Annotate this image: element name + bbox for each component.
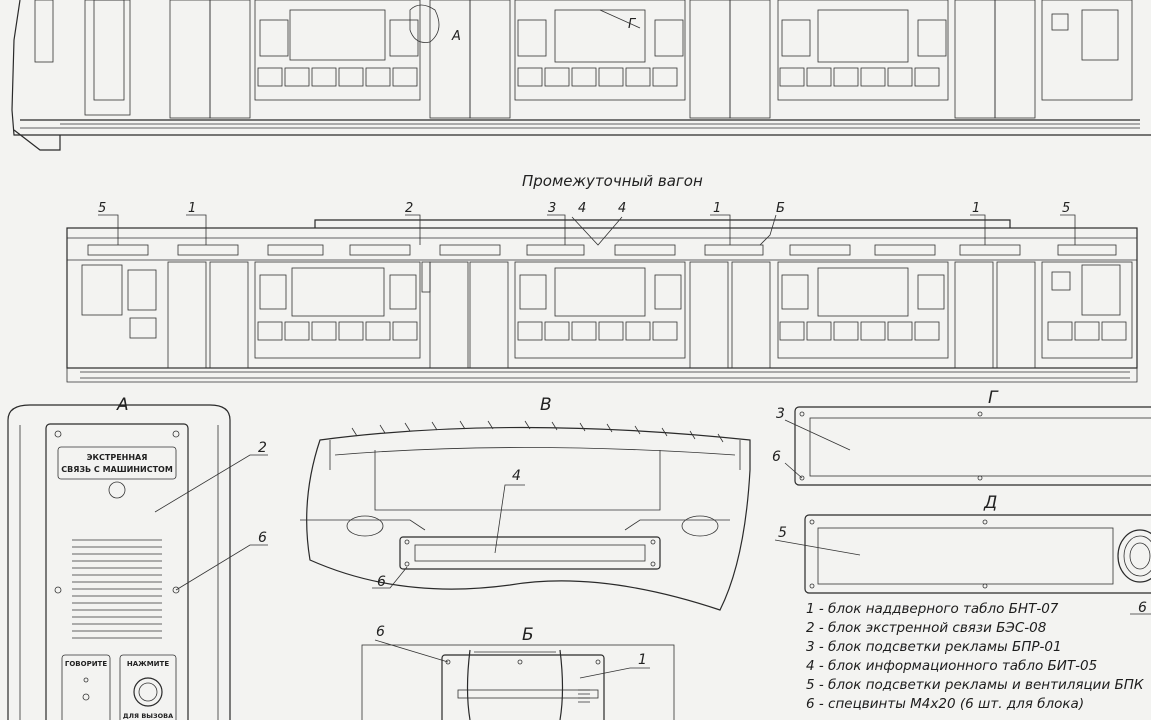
- view-a-callout-2: 2: [258, 440, 267, 456]
- view-d-callout-6: 6: [1138, 600, 1147, 616]
- view-a-title: А: [116, 395, 129, 415]
- view-d-title: Д: [983, 493, 997, 513]
- view-b-title: Б: [522, 625, 534, 645]
- view-g-callout-6: 6: [772, 449, 781, 465]
- car-callout-1-left: 1: [188, 201, 196, 216]
- legend-item: 5 - блок подсветки рекламы и вентиляции …: [806, 677, 1144, 693]
- view-v-callout-4: 4: [512, 468, 521, 484]
- view-g-ad-light-unit: Г 3 6: [772, 388, 1151, 486]
- car-callout-1-right: 1: [972, 201, 980, 216]
- callout-g: Г: [628, 17, 637, 32]
- head-car-drawing: А Г: [11, 0, 1151, 151]
- view-b-callout-6: 6: [376, 624, 385, 640]
- view-b-callout-1: 1: [638, 652, 647, 668]
- view-g-callout-3: 3: [776, 406, 785, 422]
- panel-title-line2: СВЯЗЬ С МАШИНИСТОМ: [61, 465, 173, 474]
- car-callout-4-left: 4: [578, 201, 586, 216]
- callout-a: А: [451, 29, 461, 44]
- press-label: НАЖМИТЕ: [127, 660, 169, 668]
- view-b-door-display: Б 6 1: [361, 624, 675, 720]
- car-callout-2: 2: [405, 201, 413, 216]
- intermediate-car-caption: Промежуточный вагон: [522, 172, 703, 190]
- legend-item: 4 - блок информационного табло БИТ-05: [806, 658, 1098, 674]
- legend-item: 6 - спецвинты М4х20 (6 шт. для блока): [806, 696, 1085, 712]
- legend-item: 1 - блок наддверного табло БНТ-07: [806, 601, 1059, 617]
- car-callout-b: Б: [776, 201, 785, 216]
- view-d-ad-vent-unit: Д 5 6: [774, 493, 1151, 616]
- car-callout-5-left: 5: [98, 201, 106, 216]
- talk-label: ГОВОРИТЕ: [65, 660, 107, 668]
- view-d-callout-5: 5: [778, 525, 787, 541]
- view-a-emergency-panel: ЭКСТРЕННАЯ СВЯЗЬ С МАШИНИСТОМ ГОВОРИТЕ Н…: [7, 395, 268, 720]
- legend: 1 - блок наддверного табло БНТ-07 2 - бл…: [806, 600, 1144, 714]
- car-callout-3: 3: [548, 201, 556, 216]
- car-callout-1-mid: 1: [713, 201, 721, 216]
- legend-item: 2 - блок экстренной связи БЭС-08: [806, 620, 1047, 636]
- view-v-info-display: В 4 6: [300, 395, 751, 611]
- car-callout-4-right: 4: [618, 201, 626, 216]
- car-callout-5-right: 5: [1062, 201, 1070, 216]
- legend-item: 3 - блок подсветки рекламы БПР-01: [806, 639, 1062, 655]
- view-v-callout-6: 6: [377, 574, 386, 590]
- view-g-title: Г: [988, 388, 999, 408]
- view-v-title: В: [540, 395, 552, 415]
- call-label: ДЛЯ ВЫЗОВА: [123, 712, 173, 720]
- speaker-grille: [72, 539, 162, 639]
- view-a-callout-6: 6: [258, 530, 267, 546]
- panel-title-line1: ЭКСТРЕННАЯ: [87, 453, 148, 462]
- intermediate-car-drawing: 5 1 2 3 4 4 1 Б 1 5: [66, 201, 1138, 383]
